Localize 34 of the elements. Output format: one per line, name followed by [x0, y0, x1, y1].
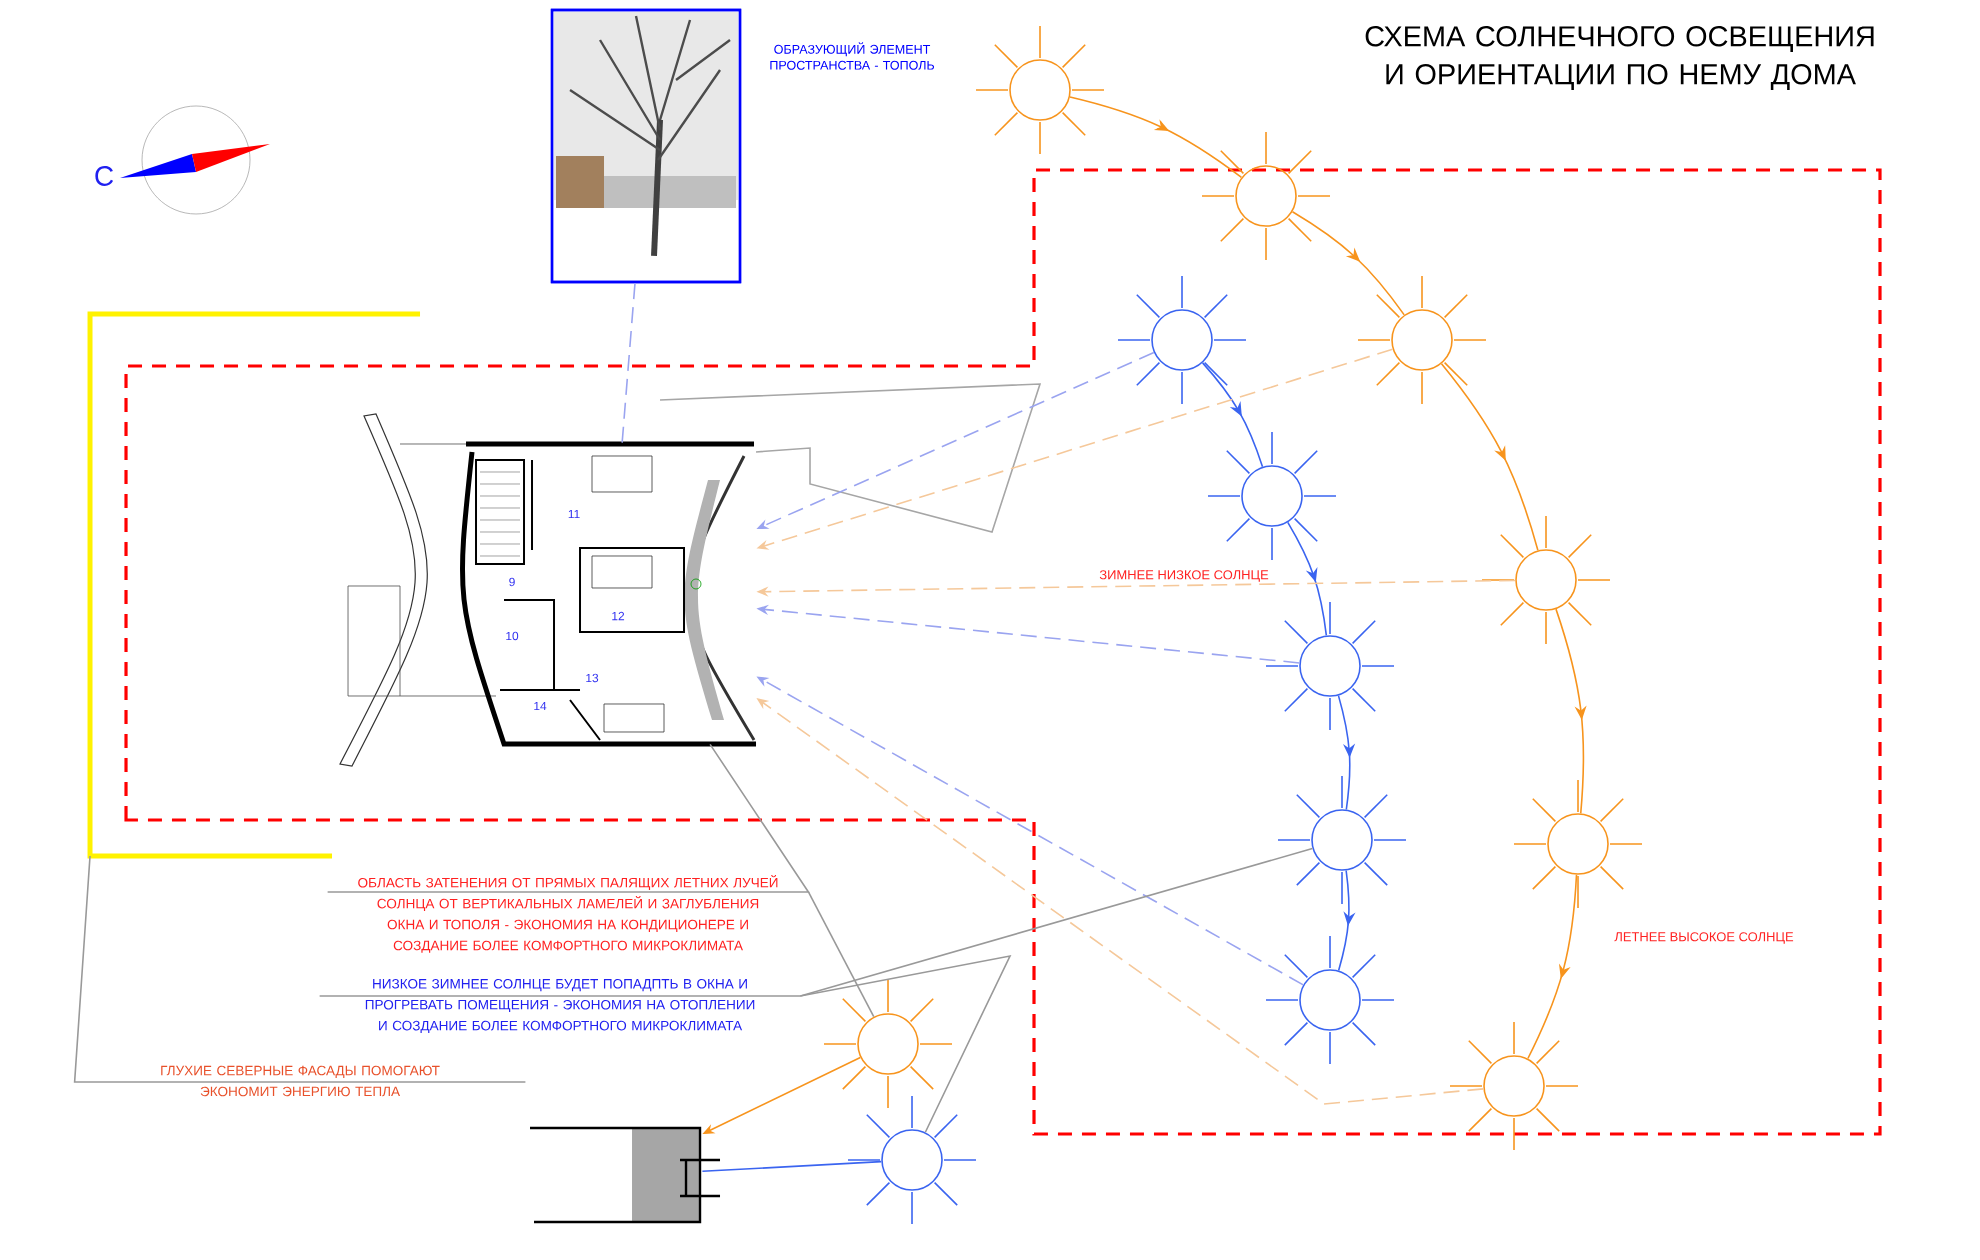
sun-icon	[1357, 275, 1487, 405]
tree-photo	[550, 8, 742, 284]
sun-icon	[1117, 275, 1247, 405]
connector-line	[701, 1160, 883, 1173]
sun-icon	[1207, 431, 1337, 561]
arc-arrow	[1337, 694, 1356, 811]
leader-line	[73, 855, 527, 1083]
arc-arrow	[1069, 96, 1243, 179]
sun-icon	[1513, 779, 1643, 909]
arc-arrow	[1201, 362, 1264, 468]
floor-plan-drawing	[339, 383, 1042, 767]
compass-letter: С	[95, 166, 114, 186]
sun-icon	[1265, 935, 1395, 1065]
connector-line	[621, 282, 636, 445]
leader-line	[318, 954, 1012, 1133]
sun-icon	[1277, 775, 1407, 905]
title: СХЕМА СОЛНЕЧНОГО ОСВЕЩЕНИЯ И ОРИЕНТАЦИИ ПО НЕМУ ДОМА	[1365, 26, 1874, 90]
sun-icon	[1449, 1021, 1579, 1151]
sun-icon	[823, 979, 953, 1109]
arc-arrow	[1291, 210, 1405, 316]
arc-arrow	[1337, 869, 1356, 972]
leader-line	[807, 891, 875, 1018]
arc-arrow	[1440, 363, 1539, 552]
leader-line	[326, 743, 810, 893]
sun-icon	[1201, 131, 1331, 261]
arc-arrow	[1527, 873, 1578, 1060]
arc-arrow	[1287, 521, 1328, 637]
sun-icon	[1265, 601, 1395, 731]
sun-icon	[847, 1095, 977, 1225]
sun-icon	[975, 25, 1105, 155]
leader-line	[799, 847, 1314, 997]
sun-icon	[1481, 515, 1611, 645]
arc-arrow	[1555, 608, 1587, 815]
window-section-drawing	[530, 1126, 722, 1224]
